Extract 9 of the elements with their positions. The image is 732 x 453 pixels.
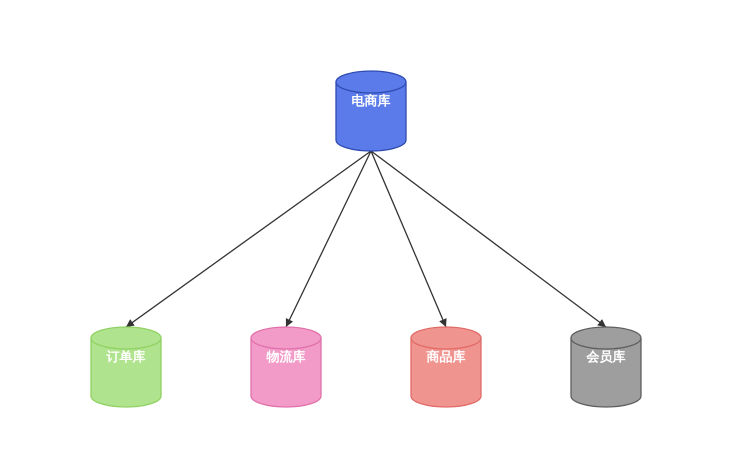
database-cylinder: 电商库 [335, 70, 407, 152]
arrow [285, 150, 372, 328]
database-cylinder: 订单库 [90, 326, 162, 408]
arrow [126, 150, 372, 328]
database-cylinder: 会员库 [570, 326, 642, 408]
database-cylinder: 物流库 [250, 326, 322, 408]
database-cylinder: 商品库 [410, 326, 482, 408]
arrow [370, 150, 606, 328]
arrow [370, 150, 447, 328]
